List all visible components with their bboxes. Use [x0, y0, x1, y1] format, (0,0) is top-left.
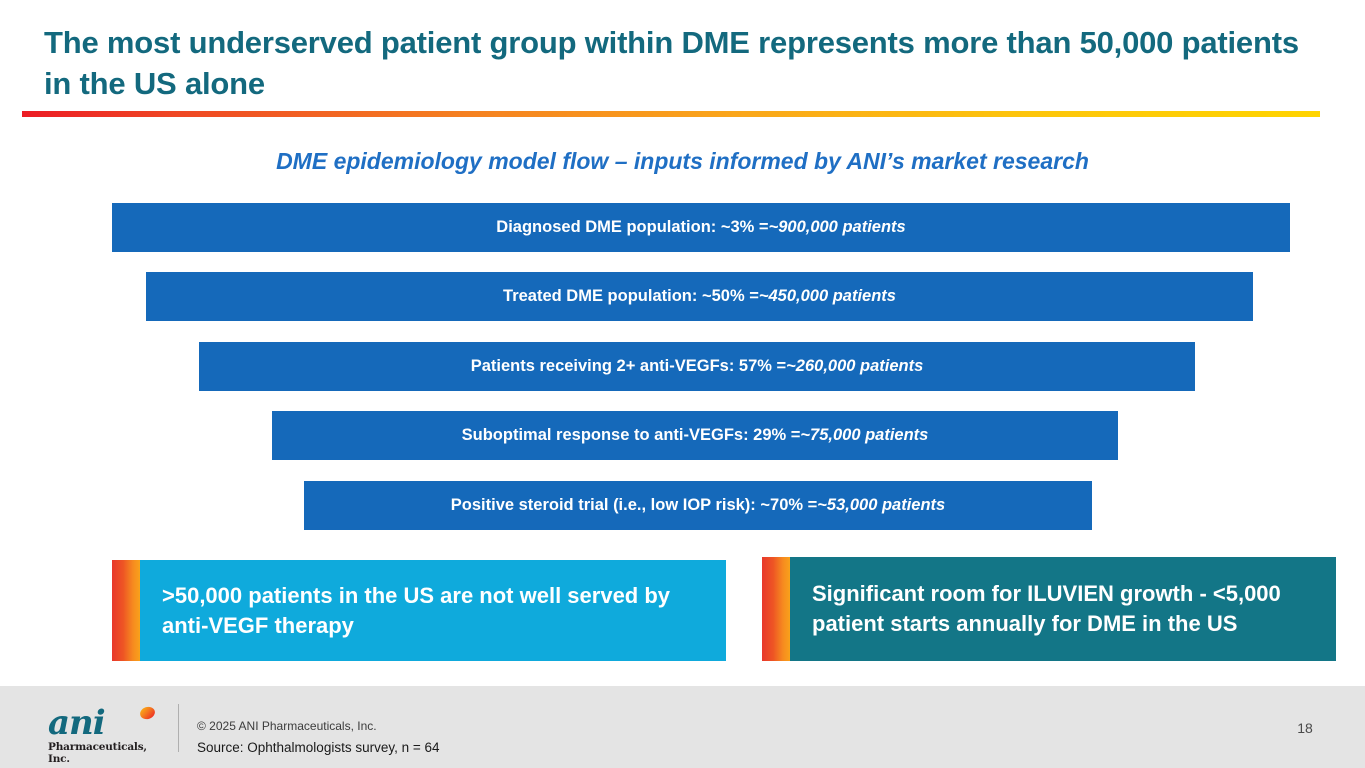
funnel-bar-value: ~450,000 patients — [758, 287, 896, 305]
funnel-bar: Patients receiving 2+ anti-VEGFs: 57% = … — [199, 342, 1195, 391]
funnel-bar-label: Suboptimal response to anti-VEGFs: 29% = — [461, 426, 801, 444]
logo-tagline: Pharmaceuticals, Inc. — [48, 741, 147, 765]
callout-right-accent-bar — [762, 557, 790, 661]
funnel-bar-label: Patients receiving 2+ anti-VEGFs: 57% = — [470, 357, 787, 375]
funnel-bar-value: ~53,000 patients — [817, 496, 946, 514]
funnel-bar: Suboptimal response to anti-VEGFs: 29% =… — [272, 411, 1118, 460]
callout-right-text: Significant room for ILUVIEN growth - <5… — [790, 557, 1336, 661]
ani-logo: ani Pharmaceuticals, Inc. — [48, 703, 166, 765]
page-number: 18 — [1297, 720, 1313, 736]
logo-dot-icon — [138, 704, 157, 722]
funnel-bar: Positive steroid trial (i.e., low IOP ri… — [304, 481, 1092, 530]
funnel-bar: Diagnosed DME population: ~3% = ~900,000… — [112, 203, 1290, 252]
funnel-bar-label: Positive steroid trial (i.e., low IOP ri… — [450, 496, 818, 514]
page-title: The most underserved patient group withi… — [44, 25, 1299, 102]
callout-left-accent-bar — [112, 560, 140, 661]
funnel-bar-label: Treated DME population: ~50% = — [503, 287, 759, 305]
footer-band — [0, 686, 1365, 768]
title-accent-rule — [22, 111, 1320, 117]
footer-divider — [178, 704, 179, 752]
subtitle: DME epidemiology model flow – inputs inf… — [276, 148, 1089, 174]
funnel-bar-value: ~260,000 patients — [786, 357, 924, 375]
callout-left-text: >50,000 patients in the US are not well … — [140, 560, 726, 661]
logo-wordmark: ani — [48, 703, 106, 743]
footer-copyright: © 2025 ANI Pharmaceuticals, Inc. — [197, 719, 377, 733]
funnel-bar-value: ~75,000 patients — [800, 426, 929, 444]
funnel-bar-label: Diagnosed DME population: ~3% = — [496, 218, 769, 236]
funnel-bar: Treated DME population: ~50% = ~450,000 … — [146, 272, 1253, 321]
funnel-bar-value: ~900,000 patients — [768, 218, 906, 236]
footer-source: Source: Ophthalmologists survey, n = 64 — [197, 740, 440, 755]
callout-left: >50,000 patients in the US are not well … — [112, 560, 726, 661]
callout-right: Significant room for ILUVIEN growth - <5… — [762, 557, 1336, 661]
